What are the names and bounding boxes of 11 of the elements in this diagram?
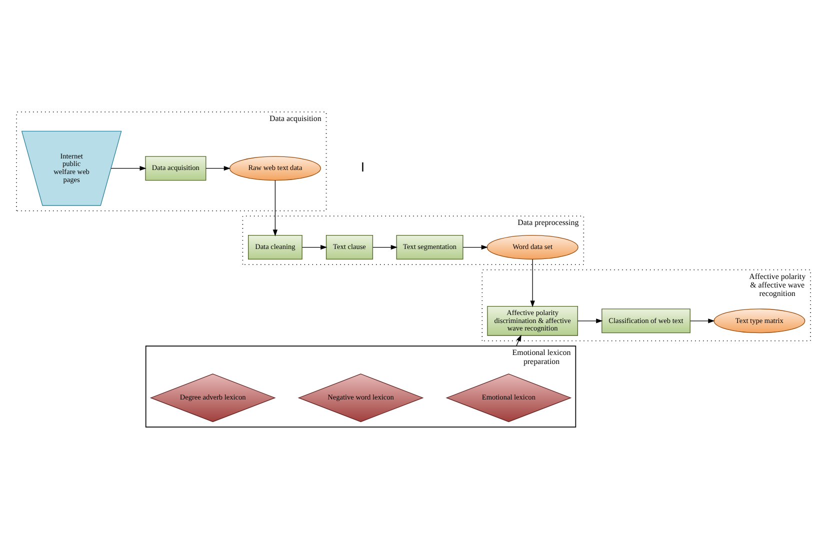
arrow — [577, 318, 603, 323]
arrow — [206, 166, 231, 170]
arrow — [690, 318, 715, 323]
arrow — [302, 244, 328, 250]
arrow — [516, 334, 522, 346]
arrow — [272, 179, 278, 236]
arrow — [372, 244, 398, 250]
arrow — [462, 244, 488, 250]
arrow — [530, 258, 535, 307]
label: I — [360, 159, 365, 174]
arrow — [110, 166, 146, 170]
